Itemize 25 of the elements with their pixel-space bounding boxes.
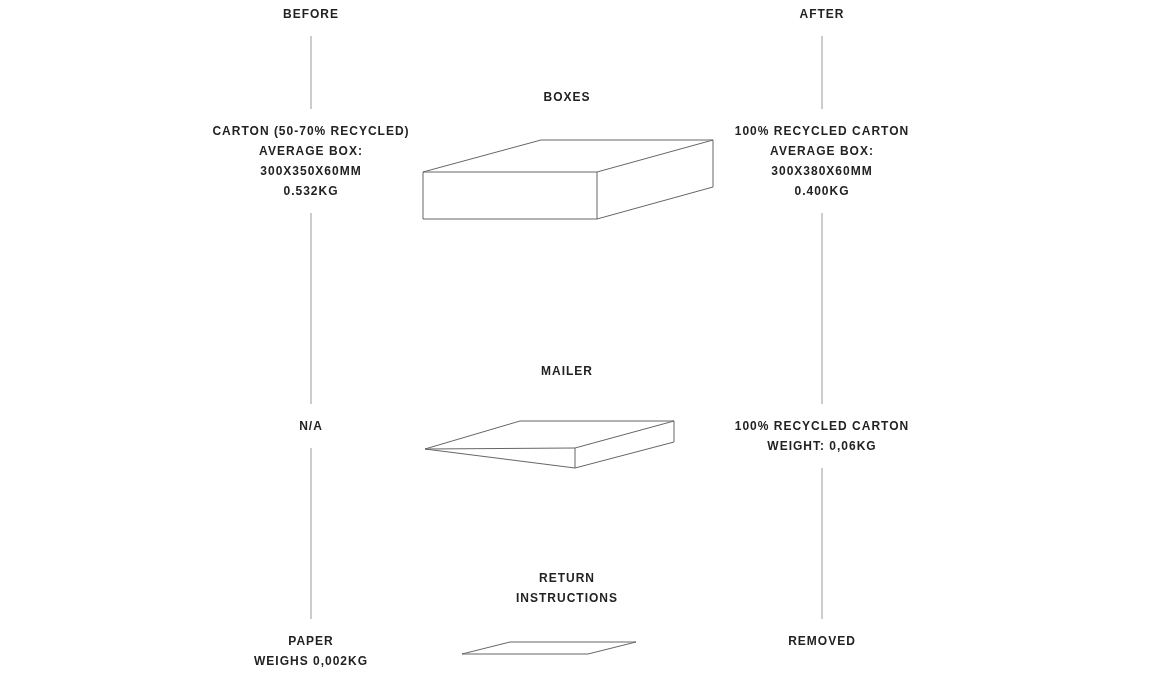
spec-text: 0.400KG (793, 183, 851, 200)
spec-text: CARTON (50-70% RECYCLED) (212, 123, 410, 140)
spec-text: 300X380X60MM (770, 163, 874, 180)
column-heading: BEFORE (283, 6, 339, 23)
divider-line (310, 447, 312, 620)
divider-line (821, 35, 823, 110)
divider-line (821, 467, 823, 620)
section-heading: RETURN INSTRUCTIONS (515, 570, 619, 607)
spec-text: REMOVED (788, 633, 856, 650)
spec-text: 100% RECYCLED CARTON (734, 418, 910, 435)
spec-text: AVERAGE BOX: (769, 143, 875, 160)
spec-text: WEIGHS 0,002KG (254, 653, 368, 670)
divider-line (821, 212, 823, 405)
section-heading: MAILER (540, 363, 594, 380)
divider-line (310, 35, 312, 110)
spec-text: 300X350X60MM (259, 163, 363, 180)
spec-text: WEIGHT: 0,06KG (766, 438, 878, 455)
column-heading: AFTER (799, 6, 845, 23)
spec-text: N/A (299, 418, 323, 435)
divider-line (310, 212, 312, 405)
spec-text: AVERAGE BOX: (258, 143, 364, 160)
spec-text: PAPER (287, 633, 335, 650)
spec-text: 0.532KG (282, 183, 340, 200)
spec-text: 100% RECYCLED CARTON (734, 123, 910, 140)
section-heading: BOXES (542, 89, 592, 106)
